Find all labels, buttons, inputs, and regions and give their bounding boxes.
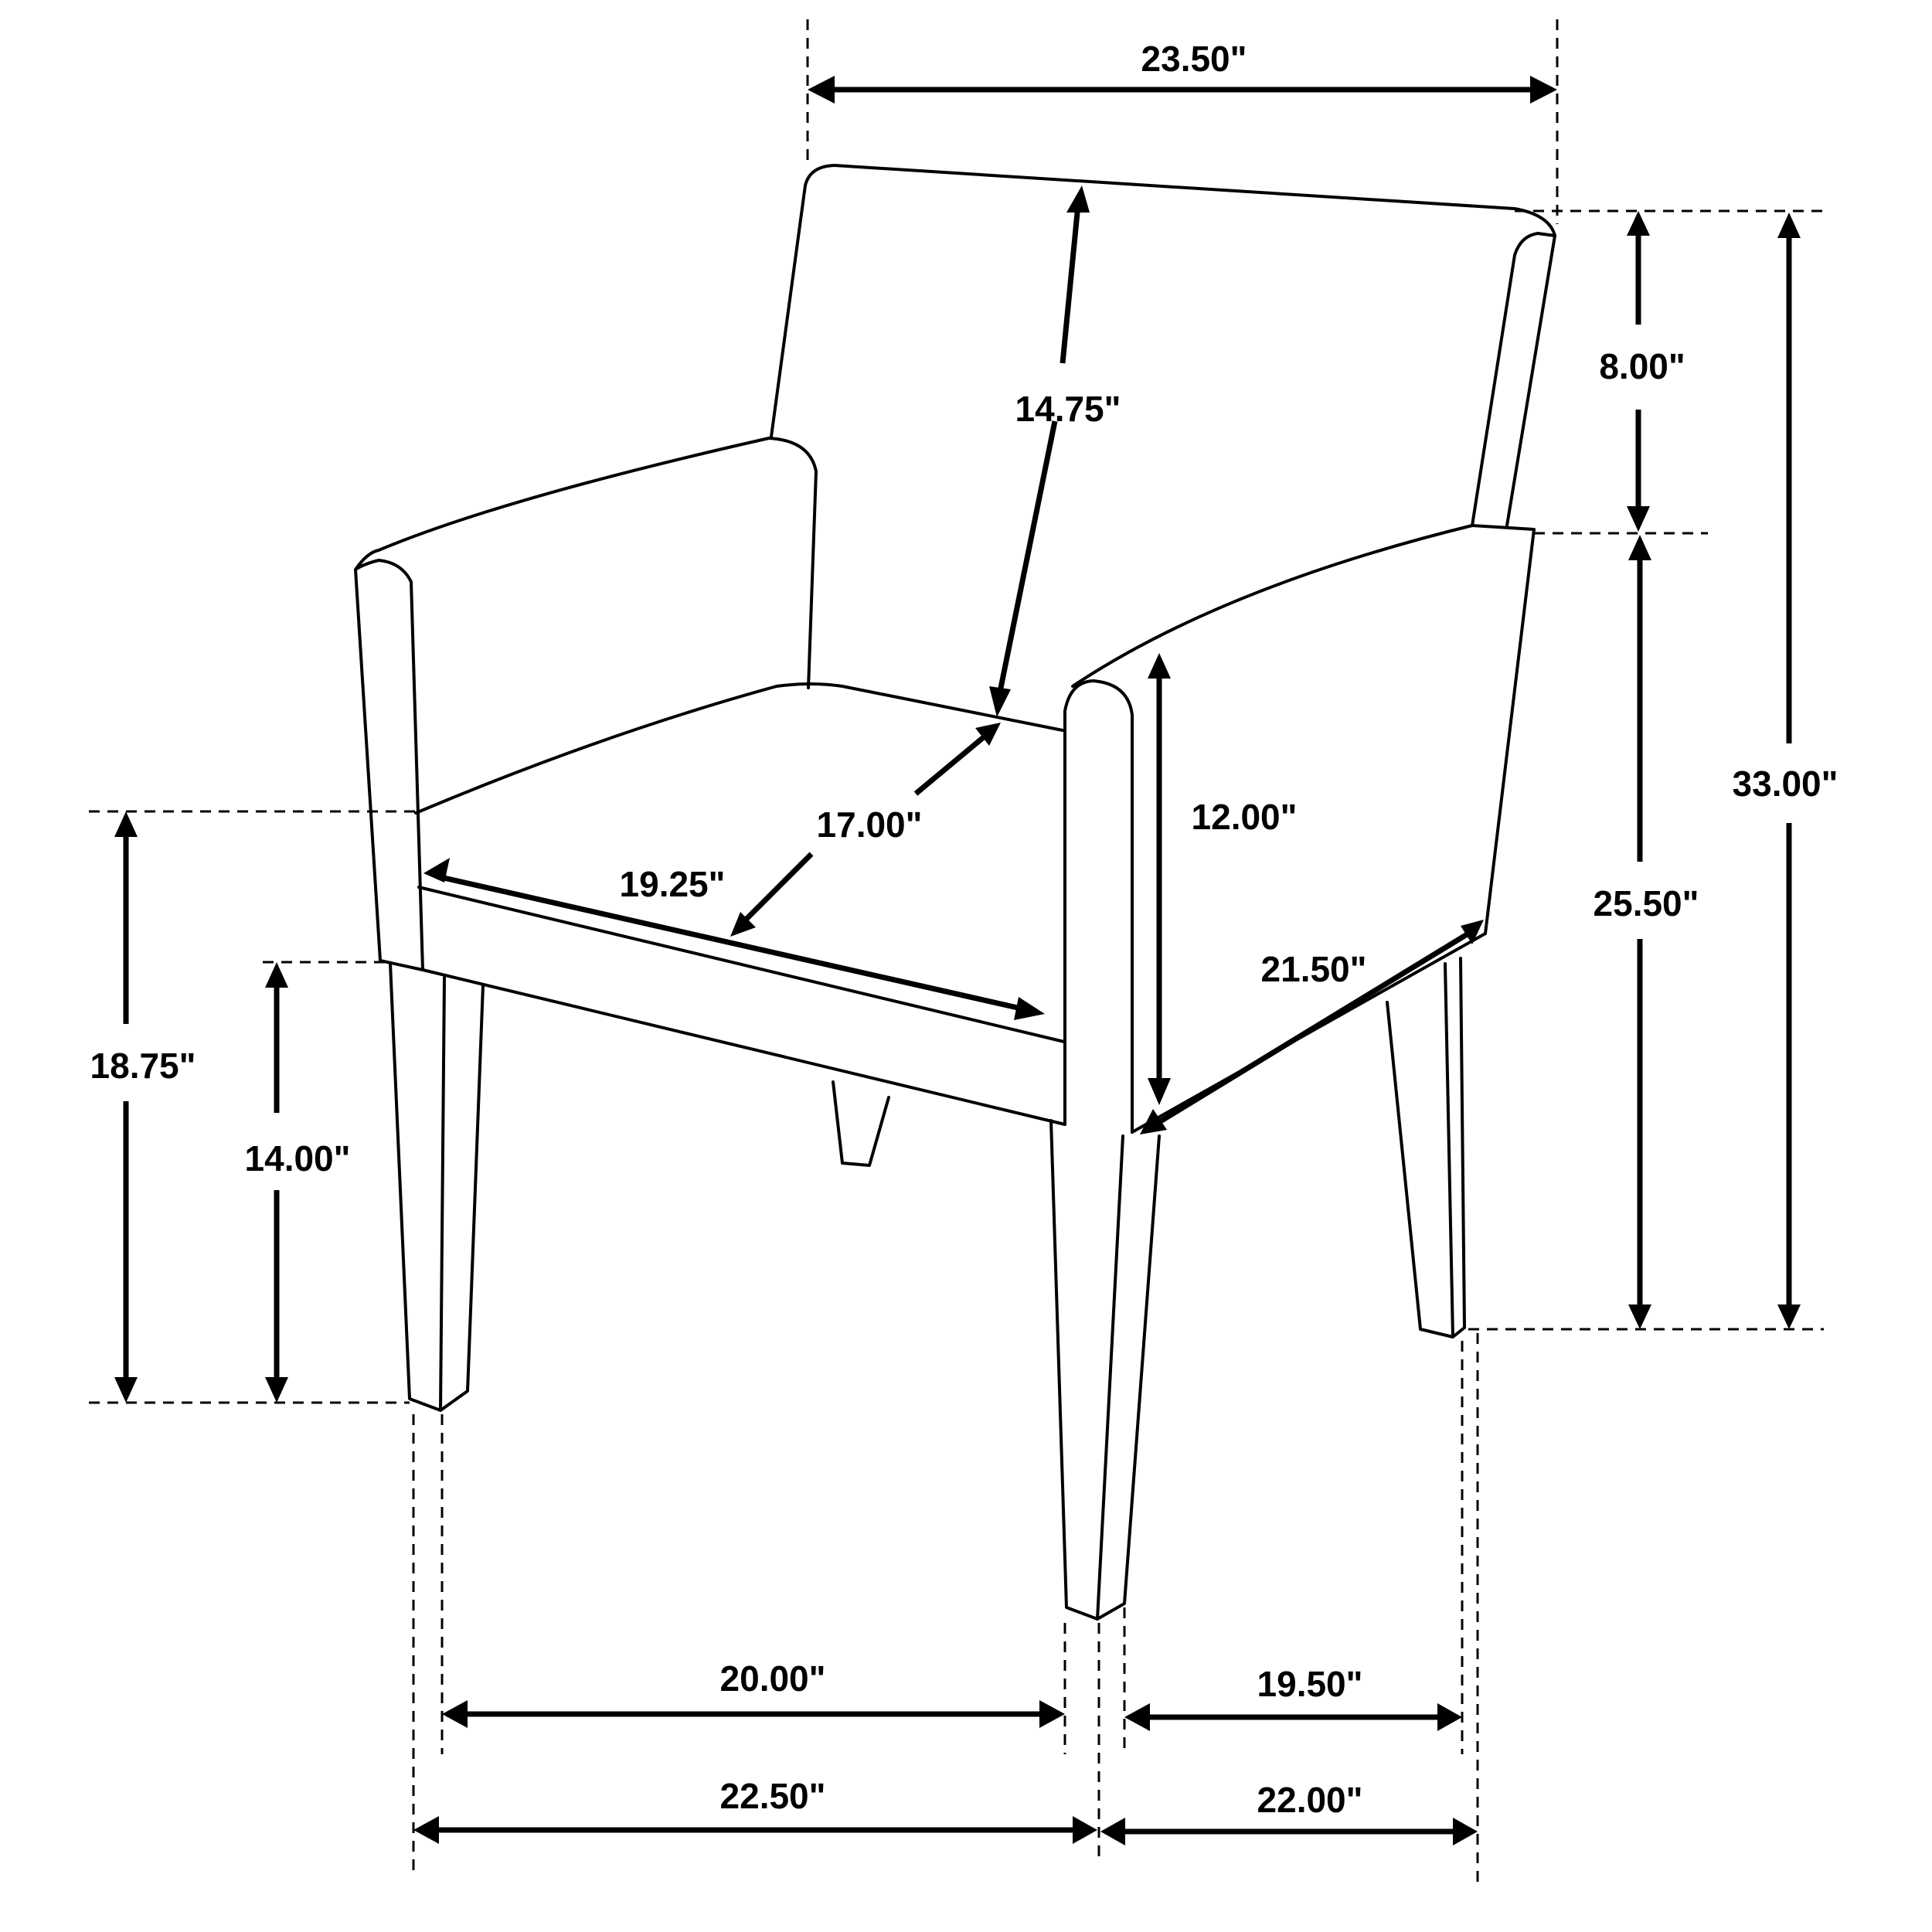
label-base-depth: 22.00" [1257,1780,1363,1820]
extension-lines [89,19,1824,1886]
backrest-right-edge [1471,232,1556,527]
dimension-arrows [114,76,1801,1845]
seat-top [414,682,1064,815]
left-arm-front [354,559,424,971]
label-back-height-above-arm: 8.00" [1599,346,1685,386]
leg-front-left [389,962,485,1412]
label-leg-span-side: 19.50" [1257,1664,1363,1704]
leg-back-left [832,1080,890,1167]
label-arm-height: 25.50" [1594,883,1699,923]
label-inner-back-height: 14.75" [1015,389,1121,429]
label-base-width: 22.50" [720,1776,826,1816]
left-arm-top [354,437,818,689]
label-leg-span-front: 20.00" [720,1658,826,1699]
label-seat-width: 19.25" [620,864,726,904]
leg-back-right [1386,957,1466,1338]
label-side-depth: 21.50" [1261,949,1367,989]
dimension-labels: 23.50" 8.00" 33.00" 25.50" 14.75" 17.00"… [90,39,1838,1820]
label-overall-height: 33.00" [1733,764,1838,804]
label-seat-depth: 17.00" [817,804,923,845]
leg-front-right [1049,1119,1161,1621]
backrest [770,164,1556,527]
label-seat-height: 18.75" [90,1046,196,1086]
right-arm-top [1071,524,1536,935]
label-overall-width: 23.50" [1141,39,1247,79]
label-apron-clearance: 14.00" [245,1138,351,1179]
right-arm-front [1063,679,1134,1134]
label-arm-height-above-seat: 12.00" [1192,797,1298,837]
chair-drawing [354,164,1556,1621]
